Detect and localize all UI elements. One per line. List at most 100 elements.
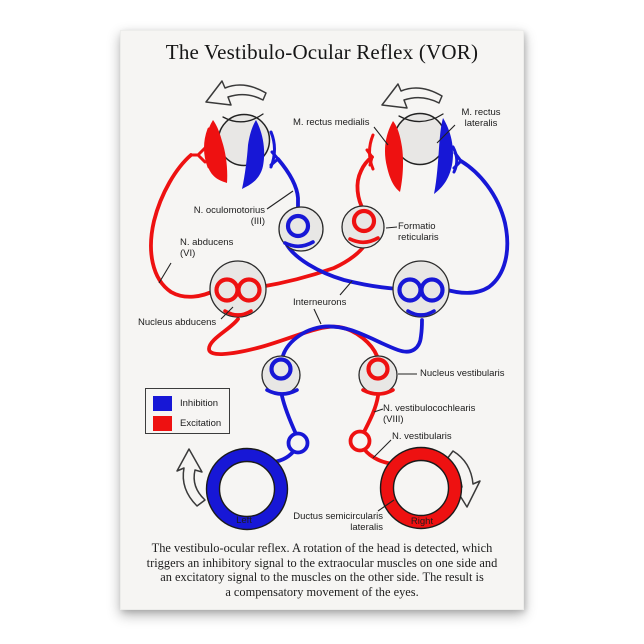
head-rotation-arrow-right-icon [381, 83, 443, 109]
label-n-vestibulocochlearis: N. vestibulocochlearis (VIII) [383, 403, 475, 425]
nucleus-abducens-right-region [392, 260, 450, 318]
muscle-medial-rectus-left [242, 120, 265, 189]
label-n-vestibulocochlearis-line2: (VIII) [383, 414, 404, 425]
pointer-lines [158, 124, 456, 512]
vestibular-projection-blue [280, 318, 424, 362]
abducens-nerve-left-fork [189, 146, 207, 164]
poster-caption: The vestibulo-ocular reflex. A rotation … [127, 541, 517, 599]
label-n-abducens: N. abducens (VI) [180, 237, 233, 259]
pointer-n-abducens [158, 262, 172, 284]
pointer-n-vestibularis [372, 439, 392, 459]
label-m-rectus-medialis: M. rectus medialis [293, 117, 370, 128]
vestibular-projection-red [207, 317, 379, 358]
nucleus-vestibularis-right-region [358, 355, 398, 396]
label-ductus-line1: Ductus semicircularis [293, 511, 383, 522]
vestibular-afferent-blue-upper [280, 394, 298, 436]
label-formatio-reticularis: Formatio reticularis [398, 221, 439, 243]
label-ductus-semicircularis: Ductus semicircularis lateralis [271, 511, 383, 533]
vestibular-ganglion-left [286, 431, 310, 455]
vestibular-left-synapse-arc [265, 388, 299, 396]
label-n-oculomotorius-line2: (III) [250, 216, 265, 227]
pointer-m-rectus-lateralis [436, 124, 456, 144]
pointer-m-rectus-medialis [373, 126, 389, 146]
tendon-bracket-left-red [204, 127, 211, 169]
formatio-nerve-red [355, 155, 374, 213]
canal-ring-right-inner-outline [392, 459, 450, 517]
nucleus-abducens-left-region [209, 260, 267, 318]
label-right-side: Right [410, 516, 434, 527]
abducens-right-soma-ring-2 [419, 277, 445, 303]
pointer-interneurons-lower [313, 308, 322, 325]
semicircular-canal-left [205, 447, 289, 531]
pointer-n-vestibulocochlearis [373, 408, 384, 413]
interneuron-red-ascending [258, 241, 368, 289]
legend-inhibition-label: Inhibition [180, 397, 219, 409]
label-nucleus-abducens: Nucleus abducens [138, 317, 217, 328]
tendon-bracket-left-blue [269, 130, 276, 169]
excitation-swatch-icon [153, 415, 172, 431]
tendon-bracket-right-red [368, 133, 375, 171]
label-m-rectus-lateralis: M. rectus lateralis [451, 107, 511, 129]
inhibition-swatch-icon [153, 395, 172, 411]
nucleus-oculomotorius-region [278, 206, 324, 252]
caption-line2: triggers an inhibitory signal to the ext… [146, 555, 498, 570]
legend-row-inhibition: Inhibition [153, 395, 218, 411]
muscle-lateral-rectus-right [434, 118, 453, 194]
legend-box: Inhibition Excitation [145, 388, 230, 434]
vestibular-ganglion-right [348, 429, 372, 453]
pointer-nucleus-abducens [220, 306, 234, 320]
vestibular-left-cell-body [261, 355, 301, 395]
vestibular-right-soma-ring [366, 357, 390, 381]
formatio-soma-ring-red [351, 208, 377, 234]
canal-ring-right-red [380, 447, 462, 529]
canal-ring-left-inner-outline [218, 460, 276, 518]
interneuron-blue-ascending [285, 243, 401, 291]
label-ductus-line2: lateralis [350, 522, 383, 533]
oculomotor-synapse-arc-blue [283, 240, 315, 249]
abducens-left-soma-ring-2 [236, 277, 262, 303]
oculomotor-soma-ring-blue [285, 213, 311, 239]
formatio-synapse-arc-red [348, 236, 380, 245]
label-formatio-line1: Formatio [398, 221, 436, 232]
label-formatio-line2: reticularis [398, 232, 439, 243]
vestibular-left-soma-ring [269, 357, 293, 381]
canal-ring-left-blue [206, 448, 288, 530]
label-interneurons: Interneurons [293, 297, 347, 308]
cornea-left [222, 113, 264, 123]
semicircular-canal-right [379, 446, 463, 530]
label-n-oculomotorius-line1: N. oculomotorius [193, 205, 265, 216]
extraocular-muscles [204, 118, 459, 194]
muscle-lateral-rectus-left [205, 120, 228, 183]
pointer-formatio [385, 226, 398, 229]
caption-line1: The vestibulo-ocular reflex. A rotation … [151, 541, 493, 555]
vestibular-right-cell-body [358, 355, 398, 395]
poster-title: The Vestibulo-Ocular Reflex (VOR) [165, 40, 479, 64]
abducens-nerve-left-red [149, 153, 218, 299]
canal-ring-left-outer-outline [205, 447, 289, 531]
label-n-vestibularis: N. vestibularis [392, 431, 452, 442]
label-m-rectus-lateralis-line1: M. rectus [461, 107, 501, 118]
pointer-n-oculomotorius [266, 190, 294, 210]
muscle-medial-rectus-right [385, 121, 404, 192]
vestibular-right-synapse-arc [361, 388, 395, 396]
canal-rotation-arrow-left-icon [176, 448, 206, 507]
label-left-side: Left [236, 515, 252, 526]
vor-circuit-diagram [149, 80, 510, 531]
head-rotation-arrow-left-icon [205, 80, 267, 106]
legend-row-excitation: Excitation [153, 415, 221, 431]
vestibular-afferent-red-upper [362, 394, 380, 434]
nucleus-vestibularis-left-region [261, 355, 301, 396]
caption-line4: a compensatory movement of the eyes. [225, 584, 419, 599]
pointer-interneurons-upper [339, 280, 353, 296]
cornea-right [398, 113, 444, 123]
pointer-ductus [377, 499, 395, 512]
rotation-arrows [176, 80, 481, 508]
label-n-vestibulocochlearis-line1: N. vestibulocochlearis [383, 403, 476, 414]
tendon-bracket-right-blue [451, 145, 459, 174]
label-m-rectus-lateralis-line2: lateralis [464, 118, 498, 129]
label-n-abducens-line1: N. abducens [180, 237, 234, 248]
vor-poster: The Vestibulo-Ocular Reflex (VOR) M. rec… [120, 30, 524, 610]
label-n-oculomotorius: N. oculomotorius (III) [180, 205, 265, 227]
abducens-nerve-right-blue [442, 159, 510, 295]
abducens-right-synapse-arc [406, 309, 436, 317]
